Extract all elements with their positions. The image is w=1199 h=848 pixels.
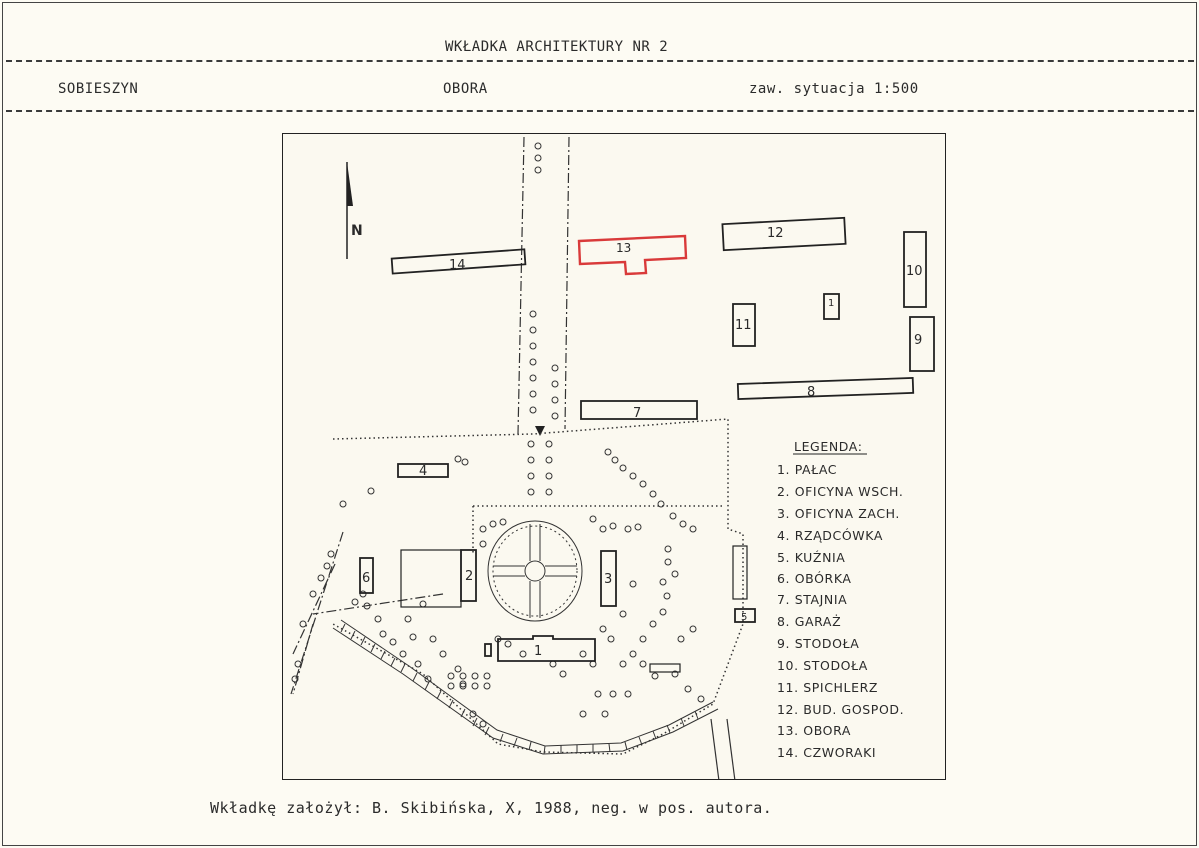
place-name: SOBIESZYN [58, 81, 139, 97]
building-10 [903, 231, 927, 308]
legend-item: 9. STODOŁA [777, 636, 859, 651]
legend-item: 14. CZWORAKI [777, 745, 876, 760]
site-plan-drawing: N [290, 136, 935, 779]
legend-item: 2. OFICYNA WSCH. [777, 484, 903, 499]
legend-item: 12. BUD. GOSPOD. [777, 702, 904, 717]
building-7 [580, 400, 698, 420]
legend-item: 11. SPICHLERZ [777, 680, 878, 695]
author-note: Wkładkę założył: B. Skibińska, X, 1988, … [210, 799, 773, 817]
building-1-number: 1 [534, 644, 542, 659]
building-7-number: 7 [633, 406, 641, 421]
building-14 [390, 248, 527, 275]
north-arrow: N [346, 162, 363, 259]
building-4-number: 4 [419, 464, 427, 479]
north-label: N [351, 223, 363, 239]
building-5 [734, 608, 756, 623]
building-small [823, 293, 840, 320]
garden-parterre [487, 520, 583, 622]
divider-bottom [6, 110, 1194, 112]
building-2-number: 2 [465, 569, 473, 584]
building-14-number: 14 [449, 258, 466, 273]
building-8 [736, 377, 915, 400]
building-9 [909, 316, 935, 372]
building-6-number: 6 [362, 571, 370, 586]
building-10-number: 10 [906, 264, 923, 279]
sheet-title: WKŁADKA ARCHITEKTURY NR 2 [445, 39, 669, 55]
building-5-number: 5 [741, 612, 747, 623]
legend-item: 1. PAŁAC [777, 462, 837, 477]
legend-title: LEGENDA: [794, 439, 863, 454]
legend-item: 4. RZĄDCÓWKA [777, 528, 883, 543]
building-1 [497, 635, 596, 662]
legend-item: 5. KUŹNIA [777, 550, 845, 565]
building-13-number: 13 [616, 241, 631, 255]
site-plan: N [282, 133, 946, 780]
building-8-number: 8 [807, 385, 815, 400]
building-11-number: 11 [735, 318, 752, 333]
object-name: OBORA [443, 81, 488, 97]
legend-item: 3. OFICYNA ZACH. [777, 506, 900, 521]
building-3 [600, 550, 617, 607]
building-4 [397, 463, 449, 478]
legend-item: 7. STAJNIA [777, 592, 847, 607]
legend-item: 8. GARAŻ [777, 614, 841, 629]
building-6 [359, 557, 374, 594]
legend-item: 10. STODOŁA [777, 658, 868, 673]
scale-note: zaw. sytuacja 1:500 [749, 81, 919, 97]
building-12 [721, 216, 847, 252]
building-12-number: 12 [767, 226, 784, 241]
building-13-highlighted [577, 234, 688, 276]
divider-top [6, 60, 1194, 62]
building-3-number: 3 [604, 572, 612, 587]
legend: LEGENDA: 1. PAŁAC 2. OFICYNA WSCH. 3. OF… [777, 439, 904, 760]
building-9-number: 9 [914, 333, 922, 348]
building-small-number: 1 [828, 298, 834, 309]
building-11 [732, 303, 756, 347]
legend-item: 6. OBÓRKA [777, 571, 852, 586]
legend-item: 13. OBORA [777, 723, 851, 738]
